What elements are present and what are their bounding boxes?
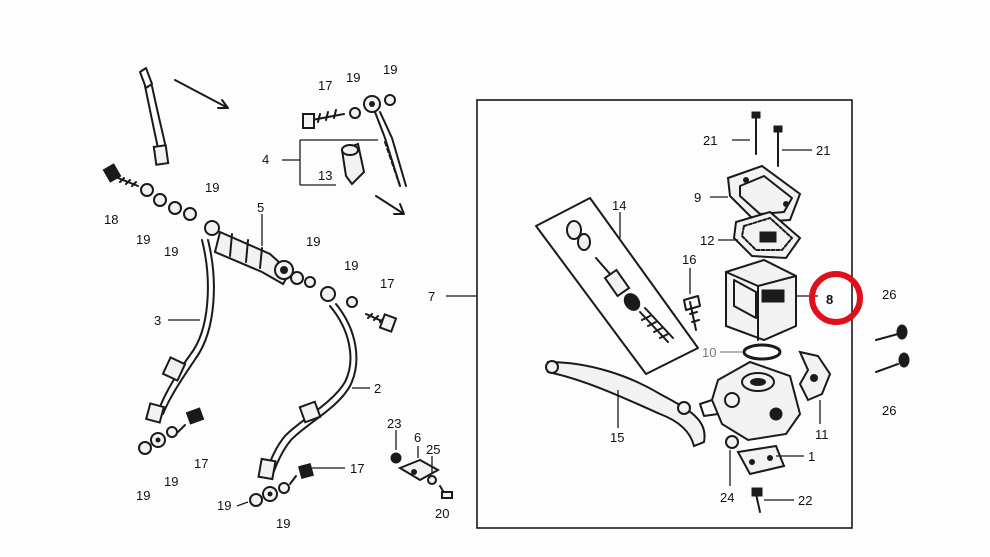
screw-22: [751, 487, 763, 513]
washer: [346, 296, 358, 308]
callout-22: 22: [798, 493, 812, 508]
callout-13: 13: [318, 168, 332, 183]
nut-23: [390, 452, 402, 464]
callout-19: 19: [136, 488, 150, 503]
banjo-bolt-18: [102, 163, 139, 187]
bolt-17-lower: [289, 463, 314, 485]
callout-12: 12: [700, 233, 714, 248]
callout-21: 21: [703, 133, 717, 148]
callout-19: 19: [383, 62, 397, 77]
callout-15: 15: [610, 430, 624, 445]
upper-brake-hose: [139, 67, 229, 166]
callout-24: 24: [720, 490, 734, 505]
callout-10: 10: [702, 345, 716, 360]
callout-11: 11: [815, 427, 829, 442]
callout-8-highlighted: 8: [826, 292, 833, 307]
callout-5: 5: [257, 200, 264, 215]
callout-21: 21: [816, 143, 830, 158]
leader-19j: [236, 501, 249, 507]
bolt-17-top: [302, 109, 345, 129]
callout-1: 1: [808, 449, 815, 464]
washer-25: [427, 475, 437, 485]
washer: [278, 482, 290, 494]
callout-3: 3: [154, 313, 161, 328]
callout-labels: 17 19 19 4 13 18 19 19 19 5 19 19 17 3 2…: [104, 62, 896, 531]
hose-cap-13: [340, 142, 366, 186]
diaphragm-12: [732, 210, 802, 260]
callout-2: 2: [374, 381, 381, 396]
bolt-26-top: [875, 324, 908, 341]
screw-20: [439, 485, 453, 499]
callout-14: 14: [612, 198, 626, 213]
screw-21-right: [773, 125, 783, 167]
master-cylinder-body: [699, 360, 802, 442]
washer: [304, 276, 316, 288]
bolt-17-right: [365, 313, 398, 333]
washer: [140, 183, 154, 197]
callout-16: 16: [682, 252, 696, 267]
washer-24: [725, 435, 739, 449]
callout-19: 19: [136, 232, 150, 247]
brake-lever-15: [545, 360, 706, 448]
callout-19: 19: [344, 258, 358, 273]
leader-4-13: [282, 139, 378, 186]
reservoir-8: [725, 258, 797, 342]
three-way-joint: [213, 230, 304, 286]
callout-19: 19: [164, 474, 178, 489]
washer: [384, 94, 396, 106]
callout-19: 19: [164, 244, 178, 259]
washer: [183, 207, 197, 221]
washer: [166, 426, 178, 438]
flow-arrow: [375, 195, 405, 215]
clamp-6: [397, 458, 441, 482]
washer: [168, 201, 182, 215]
callout-26: 26: [882, 287, 896, 302]
washer: [138, 441, 152, 455]
stop-switch: [736, 444, 786, 476]
callout-17: 17: [318, 78, 332, 93]
callout-20: 20: [435, 506, 449, 521]
washer: [249, 493, 263, 507]
callout-19: 19: [217, 498, 231, 513]
screw-21-left: [751, 111, 761, 155]
callout-6: 6: [414, 430, 421, 445]
callout-25: 25: [426, 442, 440, 457]
washer: [349, 107, 361, 119]
callout-19: 19: [346, 70, 360, 85]
bracket-11: [798, 350, 832, 402]
callout-18: 18: [104, 212, 118, 227]
reservoir-cap-9: [726, 164, 802, 224]
callout-19: 19: [306, 234, 320, 249]
callout-23: 23: [387, 416, 401, 431]
banjo-fitting: [320, 286, 336, 302]
callout-4: 4: [262, 152, 269, 167]
brake-hose-3: [144, 239, 215, 448]
callout-9: 9: [694, 190, 701, 205]
o-ring-10: [742, 343, 782, 361]
brake-hose-2: [257, 303, 358, 502]
piston-kit-14: [535, 197, 699, 375]
highlight-ring: [809, 271, 863, 325]
callout-19: 19: [205, 180, 219, 195]
banjo-hose-end: [363, 95, 407, 187]
banjo-fitting: [153, 193, 167, 207]
callout-17: 17: [350, 461, 364, 476]
bolt-26-bottom: [875, 352, 910, 373]
callout-17: 17: [380, 276, 394, 291]
screw-16: [683, 295, 701, 331]
callout-7: 7: [428, 289, 435, 304]
callout-17: 17: [194, 456, 208, 471]
callout-19: 19: [276, 516, 290, 531]
bolt-17: [177, 407, 205, 433]
banjo-fitting: [204, 220, 220, 236]
callout-26: 26: [882, 403, 896, 418]
